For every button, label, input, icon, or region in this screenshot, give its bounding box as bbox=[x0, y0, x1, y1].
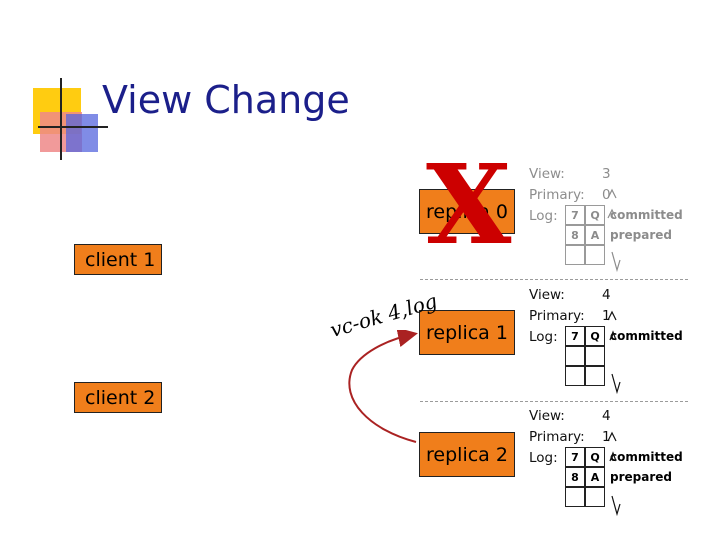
r2-status-1: committed bbox=[610, 450, 683, 464]
replica-1-info: View: Primary: Log: bbox=[529, 285, 585, 348]
replica-1-primary-value: 1 bbox=[602, 308, 611, 324]
r2-view-pointer bbox=[607, 431, 617, 442]
client-1-box: client 1 bbox=[74, 244, 162, 275]
r0-status-1: committed bbox=[610, 208, 683, 222]
r0-seq-1: 7 bbox=[565, 205, 585, 225]
replica-2-view-value: 4 bbox=[602, 408, 611, 424]
replica-1-box: replica 1 bbox=[419, 310, 515, 355]
r1-view-pointer bbox=[607, 310, 617, 321]
r2-empty-seq bbox=[565, 487, 585, 507]
r0-empty-seq bbox=[565, 245, 585, 265]
page-title: View Change bbox=[102, 78, 350, 122]
r0-status-2: prepared bbox=[610, 228, 672, 242]
r2-op-1: Q bbox=[585, 447, 605, 467]
r2-log-pointer-bottom bbox=[611, 495, 621, 517]
r1-empty-seq-1 bbox=[565, 346, 585, 366]
r0-empty-op bbox=[585, 245, 605, 265]
r2-seq-1: 7 bbox=[565, 447, 585, 467]
replica-2-view-label: View: bbox=[529, 408, 565, 424]
vc-ok-arrow bbox=[348, 330, 418, 443]
r0-op-1: Q bbox=[585, 205, 605, 225]
client-2-box: client 2 bbox=[74, 382, 162, 413]
r0-seq-2: 8 bbox=[565, 225, 585, 245]
replica-0-view-value: 3 bbox=[602, 166, 611, 182]
replica-1-primary-label: Primary: bbox=[529, 308, 585, 324]
r1-seq-1: 7 bbox=[565, 326, 585, 346]
r1-status-1: committed bbox=[610, 329, 683, 343]
replica-2-info: View: Primary: Log: bbox=[529, 406, 585, 469]
replica-2-label: replica 2 bbox=[426, 443, 508, 466]
r0-op-2: A bbox=[585, 225, 605, 245]
r1-empty-op-2 bbox=[585, 366, 605, 386]
r1-log-pointer-bottom bbox=[611, 373, 621, 395]
r1-op-1: Q bbox=[585, 326, 605, 346]
replica-1-label: replica 1 bbox=[426, 321, 508, 344]
r1-log-pointer bbox=[609, 330, 617, 341]
replica-2-log-label: Log: bbox=[529, 450, 558, 466]
r1-empty-seq-2 bbox=[565, 366, 585, 386]
r2-op-2: A bbox=[585, 467, 605, 487]
title-decoration-hline bbox=[38, 126, 108, 128]
r2-empty-op bbox=[585, 487, 605, 507]
replica-0-primary-value: 0 bbox=[602, 187, 611, 203]
r0-log-pointer-top bbox=[607, 208, 617, 219]
title-decoration-blue bbox=[66, 114, 98, 152]
client-2-label: client 2 bbox=[85, 386, 156, 409]
replica-0-info: View: Primary: Log: bbox=[529, 164, 585, 227]
replica-2-primary-value: 1 bbox=[602, 429, 611, 445]
replica-0-log-label: Log: bbox=[529, 208, 558, 224]
r2-seq-2: 8 bbox=[565, 467, 585, 487]
replica-2-box: replica 2 bbox=[419, 432, 515, 477]
replica-1-log-label: Log: bbox=[529, 329, 558, 345]
replica-2-primary-label: Primary: bbox=[529, 429, 585, 445]
replica-0-primary-label: Primary: bbox=[529, 187, 585, 203]
replica-1-view-value: 4 bbox=[602, 287, 611, 303]
replica-0-view-label: View: bbox=[529, 166, 565, 182]
r0-log-pointer-bottom bbox=[611, 251, 621, 273]
replica-1-view-label: View: bbox=[529, 287, 565, 303]
r2-log-pointer bbox=[609, 451, 617, 462]
title-decoration-vline bbox=[60, 78, 62, 160]
failed-x-mark: X bbox=[426, 140, 512, 269]
replica-0-box: replica 0 bbox=[419, 189, 515, 234]
client-1-label: client 1 bbox=[85, 248, 156, 271]
replica-0-label: replica 0 bbox=[426, 200, 508, 223]
separator-2 bbox=[420, 401, 688, 402]
r0-view-pointer bbox=[607, 188, 617, 199]
r1-empty-op-1 bbox=[585, 346, 605, 366]
separator-1 bbox=[420, 279, 688, 280]
r2-status-2: prepared bbox=[610, 470, 672, 484]
